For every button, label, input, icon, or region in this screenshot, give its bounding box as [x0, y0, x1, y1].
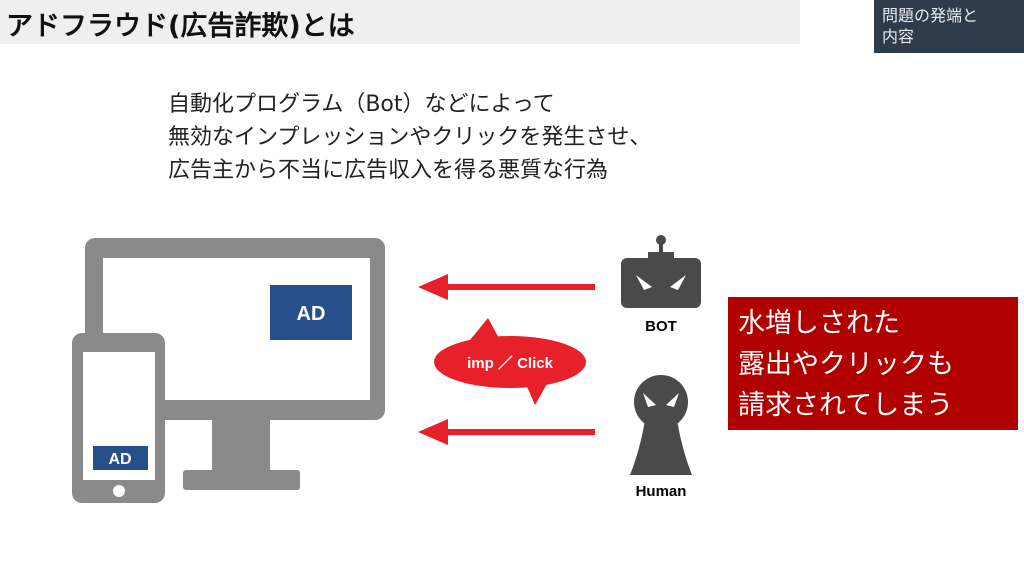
title-bar [0, 0, 800, 44]
section-tag-line: 内容 [882, 27, 915, 46]
speech-bubble-icon [434, 318, 586, 405]
section-tag: 問題の発端と 内容 [874, 0, 1024, 53]
description: 自動化プログラム（Bot）などによって 無効なインプレッションやクリックを発生さ… [168, 88, 651, 187]
smartphone-icon [72, 333, 165, 503]
human-icon [630, 375, 692, 475]
bot-label: BOT [645, 318, 677, 335]
description-line: 広告主から不当に広告収入を得る悪質な行為 [168, 158, 609, 183]
monitor-ad-label: AD [297, 303, 326, 325]
human-label: Human [636, 483, 687, 500]
callout-box: 水増しされた 露出やクリックも 請求されてしまう [728, 297, 1018, 430]
monitor-icon [85, 238, 385, 490]
callout-line: 水増しされた [738, 308, 900, 339]
monitor-ad-box [270, 285, 352, 340]
section-tag-line: 問題の発端と [882, 6, 979, 25]
bubble-label: imp ／ Click [467, 354, 554, 372]
description-line: 自動化プログラム（Bot）などによって [168, 92, 555, 117]
arrow-icon [418, 274, 595, 445]
description-line: 無効なインプレッションやクリックを発生させ、 [168, 125, 652, 150]
phone-ad-box [93, 446, 148, 470]
phone-ad-label: AD [108, 451, 131, 468]
callout-line: 露出やクリックも [738, 349, 954, 380]
slide-title: アドフラウド(広告詐欺)とは [6, 11, 355, 42]
callout-line: 請求されてしまう [738, 390, 954, 421]
bot-icon [621, 235, 701, 308]
